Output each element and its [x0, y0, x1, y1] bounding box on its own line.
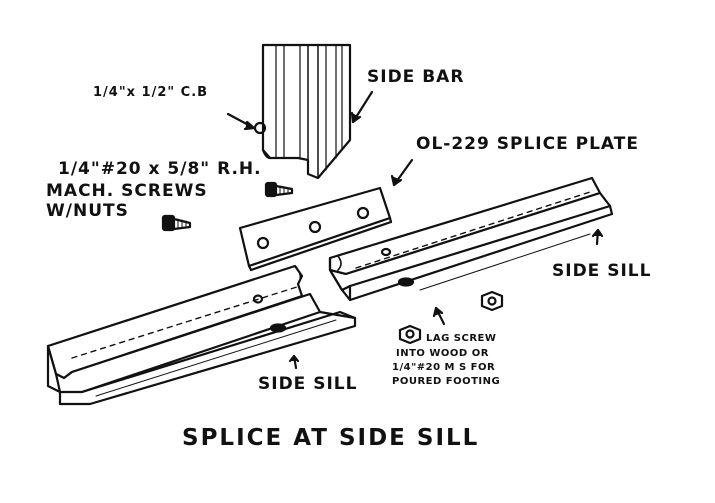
- mach-screws-label-line3: W/NUTS: [46, 201, 129, 221]
- mach-screws-label-line1: 1/4"#20 x 5/8" R.H.: [58, 159, 262, 179]
- splice-plate-label: OL-229 SPLICE PLATE: [416, 134, 639, 154]
- splice-plate: [238, 186, 393, 272]
- side-sill-right-label: SIDE SILL: [552, 261, 652, 281]
- side-sill-left: [46, 264, 357, 406]
- cb-bolt-label: 1/4"x 1/2" C.B: [93, 85, 209, 100]
- mach-screw-1: [264, 181, 294, 198]
- lag-screw-label-line2: INTO WOOD OR: [396, 348, 489, 359]
- lag-screw-label-line3: 1/4"#20 M S FOR: [392, 362, 496, 373]
- nut-right: [480, 290, 504, 312]
- lag-screw-nut: [398, 324, 422, 345]
- diagram-caption: SPLICE AT SIDE SILL: [182, 425, 480, 451]
- mach-screw-2: [161, 214, 192, 232]
- lag-screw-label-line4: POURED FOOTING: [392, 376, 501, 387]
- side-bar-label: SIDE BAR: [367, 67, 465, 87]
- side-sill-right: [328, 176, 614, 302]
- side-bar-channel: [253, 43, 352, 180]
- mach-screws-label-line2: MACH. SCREWS: [46, 181, 208, 201]
- lag-screw-label-line1: LAG SCREW: [426, 333, 497, 344]
- side-sill-left-label: SIDE SILL: [258, 374, 358, 394]
